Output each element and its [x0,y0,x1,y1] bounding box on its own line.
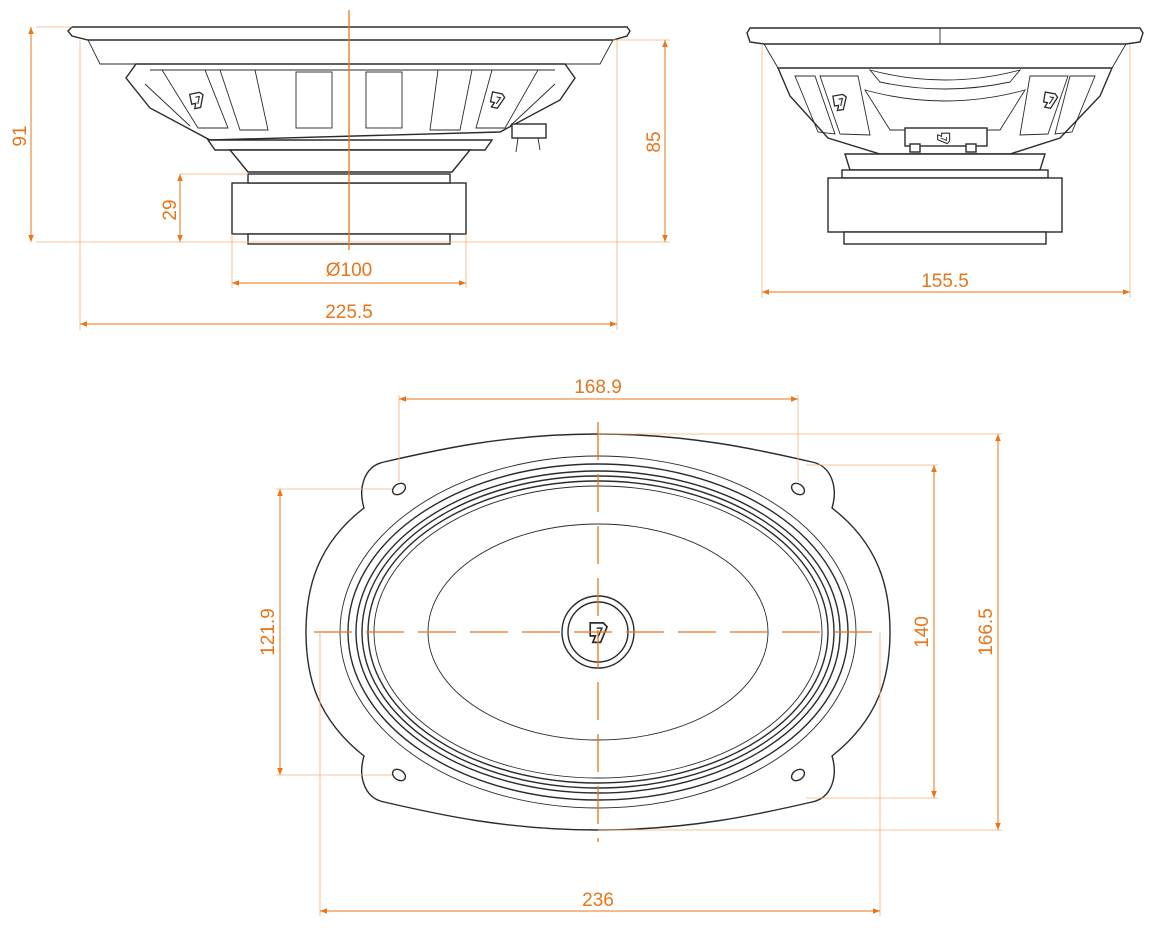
dim-top-inner-height: 140 [912,616,933,648]
dim-side-magnet-height: 29 [160,199,181,220]
dim-top-overall-height: 166.5 [976,608,997,656]
side-view: 91 85 29 Ø100 225.5 [10,10,670,330]
top-view: 168.9 121.9 140 166.5 236 [258,377,1002,916]
front-view-terminal [904,127,988,153]
dim-side-overall-width: 225.5 [325,302,373,323]
dim-top-hole-spacing-height: 121.9 [258,608,279,656]
front-view-logo-left-icon [832,93,849,112]
front-view-logo-right-icon [1042,91,1059,110]
dim-side-overall-height: 91 [10,125,31,146]
side-view-logo-right-icon [488,91,506,110]
dim-front-depth-width: 155.5 [921,271,969,292]
front-view: 155.5 [746,27,1144,298]
side-view-basket-windows [161,69,539,131]
dim-top-overall-width: 236 [582,890,614,911]
top-view-mounting-holes [391,482,806,782]
side-view-terminal [511,123,547,153]
side-view-logo-left-icon [189,91,207,110]
front-view-basket-windows [794,75,1096,136]
front-view-magnet [827,177,1063,233]
dim-side-magnet-diameter: Ø100 [326,260,372,281]
dim-top-hole-spacing-width: 168.9 [574,377,622,398]
front-view-flange [746,27,1144,45]
side-view-basket [125,63,576,141]
dim-side-basket-height: 85 [644,131,665,152]
